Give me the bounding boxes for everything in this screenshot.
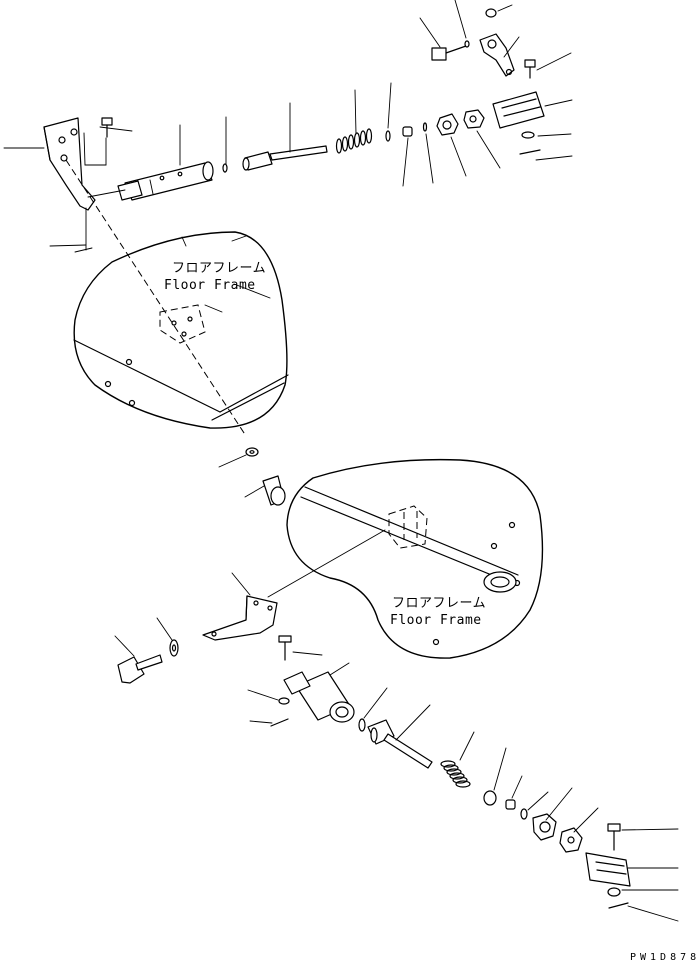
upper-nut-a	[436, 113, 459, 136]
lower-nut-b	[559, 827, 583, 853]
mid-bolt	[244, 475, 286, 506]
upper-clevis	[492, 91, 545, 129]
mid-washer	[218, 447, 259, 468]
lower-clevis	[585, 852, 631, 887]
lower-frame-label-jp: フロアフレーム	[392, 596, 487, 611]
lower-washer-right	[607, 887, 621, 897]
lower-frame-label-en: Floor Frame	[390, 613, 482, 628]
upper-cotter-pin	[519, 149, 541, 155]
lower-small-parts-left	[270, 697, 290, 727]
lower-bolt-left	[117, 654, 163, 684]
upper-washer-pair	[385, 122, 428, 142]
upper-bolt-right	[524, 59, 536, 79]
lower-floor-frame	[286, 458, 544, 659]
lower-bolt-small	[278, 635, 292, 661]
upper-washer-right	[521, 131, 535, 139]
drawing-code: PW1D878	[630, 952, 700, 963]
lower-washer-left	[169, 639, 179, 657]
upper-spring	[335, 128, 373, 154]
upper-leader-lines	[3, 0, 573, 253]
lower-bracket	[202, 595, 278, 641]
lower-bolt-right	[607, 823, 621, 851]
upper-nut-b	[463, 109, 485, 129]
upper-oring-top	[485, 8, 497, 18]
upper-frame-label-en: Floor Frame	[164, 278, 256, 293]
lower-link-line	[267, 529, 386, 598]
upper-small-ring	[222, 163, 228, 173]
upper-rod	[242, 145, 328, 171]
upper-cylinder	[117, 161, 214, 201]
upper-bolt-small	[101, 117, 113, 138]
lower-seat	[483, 790, 528, 820]
upper-lever-arm	[479, 33, 515, 77]
lower-cotter-pin	[608, 902, 629, 909]
lower-cylinder	[283, 671, 355, 723]
lower-leader-lines	[114, 572, 679, 922]
upper-small-washer-top	[464, 40, 470, 48]
upper-bolt-top	[431, 45, 467, 61]
upper-floor-frame	[73, 231, 289, 429]
upper-bracket	[43, 117, 96, 211]
lower-nut-a	[532, 813, 557, 841]
lower-ring	[358, 718, 366, 732]
lower-rod	[367, 719, 433, 769]
lower-spring	[440, 760, 471, 788]
upper-frame-label-jp: フロアフレーム	[172, 261, 267, 276]
